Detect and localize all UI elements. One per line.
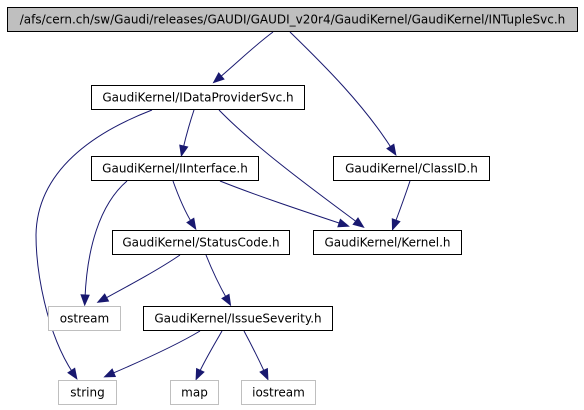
edge-line — [182, 109, 195, 150]
arrowhead-icon — [337, 218, 350, 228]
node-box — [48, 306, 121, 331]
node-label: GaudiKernel/IssueSeverity.h — [154, 312, 321, 326]
edge-line — [198, 330, 223, 374]
node-box — [313, 230, 462, 255]
node-map: map — [170, 380, 219, 405]
edge-line — [103, 254, 181, 300]
arrowhead-icon — [80, 294, 90, 307]
edge-line — [289, 31, 393, 150]
edge-line — [243, 330, 266, 374]
arrowhead-icon — [103, 368, 117, 378]
arrowhead-icon — [96, 293, 110, 303]
node-box — [241, 380, 316, 405]
node-idataprovider[interactable]: GaudiKernel/IDataProviderSvc.h — [91, 85, 305, 110]
node-box — [170, 380, 219, 405]
arrowhead-icon — [352, 217, 365, 229]
arrowhead-icon — [67, 367, 78, 380]
edge-line — [219, 180, 343, 225]
edge-statuscode-to-ostream — [96, 254, 181, 303]
node-iostream: iostream — [241, 380, 316, 405]
arrowhead-icon — [259, 367, 269, 381]
node-label: map — [181, 386, 208, 400]
node-label: GaudiKernel/StatusCode.h — [122, 236, 279, 250]
edge-line — [172, 180, 193, 224]
edge-root-to-classid — [289, 31, 397, 157]
node-label: ostream — [60, 312, 109, 326]
edge-idataprovider-to-iinterface — [179, 109, 195, 158]
edge-root-to-idataprovider — [212, 31, 274, 84]
edge-line — [394, 180, 411, 224]
arrowhead-icon — [179, 144, 189, 158]
nodes-layer: /afs/cern.ch/sw/Gaudi/releases/GAUDI/GAU… — [7, 7, 578, 405]
arrowhead-icon — [386, 143, 397, 157]
arrowhead-icon — [195, 367, 205, 381]
arrowhead-icon — [221, 293, 232, 307]
edge-iinterface-to-ostream — [80, 180, 128, 307]
node-kernel[interactable]: GaudiKernel/Kernel.h — [313, 230, 462, 255]
edge-issueseverity-to-map — [195, 330, 223, 381]
node-statuscode[interactable]: GaudiKernel/StatusCode.h — [112, 230, 290, 255]
node-classid[interactable]: GaudiKernel/ClassID.h — [333, 156, 490, 181]
node-label: string — [70, 386, 104, 400]
arrowhead-icon — [391, 218, 401, 231]
edge-iinterface-to-kernel — [219, 180, 350, 228]
arrowhead-icon — [212, 72, 225, 84]
edge-line — [84, 180, 128, 299]
node-box — [58, 380, 117, 405]
edge-iinterface-to-statuscode — [172, 180, 197, 231]
node-label: GaudiKernel/IInterface.h — [102, 162, 248, 176]
node-label: GaudiKernel/IDataProviderSvc.h — [102, 91, 293, 105]
edge-line — [110, 330, 201, 375]
edge-line — [205, 254, 228, 300]
node-label: iostream — [252, 386, 305, 400]
node-box — [7, 7, 578, 32]
edge-line — [218, 109, 359, 224]
node-box — [91, 85, 305, 110]
edge-issueseverity-to-iostream — [243, 330, 269, 381]
node-root[interactable]: /afs/cern.ch/sw/Gaudi/releases/GAUDI/GAU… — [7, 7, 578, 32]
node-box — [112, 230, 290, 255]
node-box — [143, 306, 333, 331]
edge-issueseverity-to-string — [103, 330, 201, 378]
edge-statuscode-to-issueseverity — [205, 254, 232, 307]
edge-classid-to-kernel — [391, 180, 411, 231]
node-string: string — [58, 380, 117, 405]
node-ostream: ostream — [48, 306, 121, 331]
node-box — [91, 156, 259, 181]
node-label: GaudiKernel/ClassID.h — [345, 162, 478, 176]
edge-line — [218, 31, 274, 79]
node-iinterface[interactable]: GaudiKernel/IInterface.h — [91, 156, 259, 181]
node-issueseverity[interactable]: GaudiKernel/IssueSeverity.h — [143, 306, 333, 331]
node-box — [333, 156, 490, 181]
node-label: GaudiKernel/Kernel.h — [324, 236, 450, 250]
edge-idataprovider-to-kernel — [218, 109, 365, 229]
node-label: /afs/cern.ch/sw/Gaudi/releases/GAUDI/GAU… — [20, 13, 565, 27]
arrowhead-icon — [186, 217, 197, 231]
